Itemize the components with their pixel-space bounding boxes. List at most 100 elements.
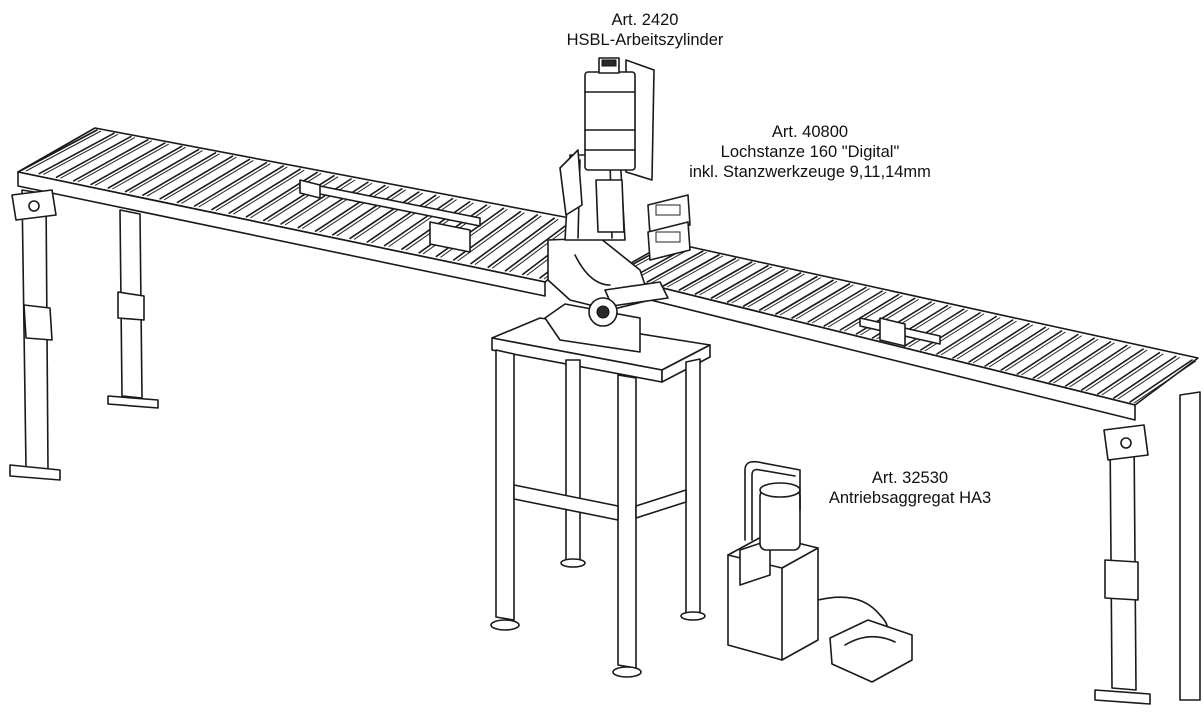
roller-edge (371, 195, 440, 244)
roller-edge (1053, 342, 1115, 384)
roller (487, 217, 556, 269)
right-front-foot (1094, 689, 1151, 705)
roller-edge (634, 248, 691, 280)
label-power-unit: Art. 32530 Antriebsaggregat HA3 (790, 468, 1030, 508)
roller (919, 312, 981, 351)
roller (90, 142, 166, 186)
hydraulic-cylinder (584, 71, 636, 171)
roller (176, 158, 251, 204)
left-length-stop (429, 221, 471, 253)
roller-edge (763, 277, 822, 312)
roller (452, 210, 522, 261)
roller (694, 261, 753, 295)
roller-edge (198, 163, 271, 208)
roller (55, 135, 132, 178)
hydraulic-power-unit (727, 460, 913, 683)
roller (1129, 359, 1193, 403)
roller-edge (215, 166, 288, 212)
roller-edge (457, 212, 525, 262)
roller (228, 168, 302, 214)
roller (759, 275, 818, 311)
roller-edge (284, 179, 356, 226)
roller-edge (1069, 346, 1132, 388)
roller (807, 286, 867, 323)
punching-machine (544, 57, 691, 353)
roller-edge (60, 137, 136, 179)
roller-edge (146, 153, 220, 197)
roller-edge (301, 182, 373, 230)
roller-edge (972, 324, 1034, 364)
roller (936, 315, 998, 355)
roller (297, 181, 369, 229)
roller (262, 174, 335, 222)
roller-edge (163, 156, 237, 201)
left-leg-bracket (11, 189, 57, 221)
roller (984, 326, 1046, 367)
roller-edge (924, 313, 985, 352)
roller-edge (779, 280, 838, 316)
roller (1064, 344, 1128, 387)
roller-edge (267, 176, 339, 222)
roller (903, 308, 965, 347)
roller (710, 264, 769, 299)
roller (1080, 348, 1144, 391)
roller-edge (181, 159, 254, 204)
roller (504, 220, 572, 272)
roller-edge (319, 186, 390, 233)
stand-leg-front-left (495, 349, 515, 621)
label-cylinder: Art. 2420 HSBL-Arbeitszylinder (530, 10, 760, 50)
roller-edge (129, 150, 203, 194)
label-power-unit-article: Art. 32530 (871, 469, 949, 487)
stand-leg-back-right (685, 358, 701, 616)
roller-edge (440, 208, 508, 258)
roller-edge (731, 269, 789, 304)
roller-edge (43, 133, 119, 176)
roller (314, 184, 386, 232)
right-roller-conveyor (609, 241, 1201, 705)
label-power-unit-name: Antriebsaggregat HA3 (828, 489, 992, 507)
left-roller-conveyor (9, 127, 613, 481)
roller (662, 254, 720, 287)
roller-edge (908, 309, 968, 348)
left-front-foot (9, 464, 61, 481)
roller-edge (827, 291, 887, 328)
roller-edge (388, 199, 457, 248)
roller-edge (667, 255, 724, 288)
label-cylinder-article: Art. 2420 (611, 11, 679, 29)
roller (678, 257, 737, 291)
right-leg-bracket (1103, 424, 1149, 461)
foot-pedal (829, 619, 913, 683)
roller (1016, 333, 1079, 375)
right-rear-leg (1179, 391, 1201, 701)
roller (775, 279, 834, 315)
roller-edge (491, 218, 559, 269)
roller (38, 132, 115, 175)
roller (349, 191, 420, 240)
left-stop-bracket (299, 179, 321, 199)
roller (331, 188, 403, 236)
roller-edge (94, 143, 169, 186)
roller-edge (1117, 356, 1180, 400)
roller-edge (956, 320, 1017, 360)
roller (107, 145, 183, 189)
roller (646, 250, 704, 283)
roller (124, 148, 200, 193)
roller (383, 197, 454, 247)
roller-edge (715, 266, 773, 300)
roller (159, 155, 234, 200)
roller-edge (232, 169, 305, 215)
roller (742, 272, 802, 307)
roller-edge (353, 192, 424, 240)
roller (142, 152, 217, 196)
roller-edge (699, 262, 756, 296)
roller-edge (650, 251, 707, 284)
roller (726, 268, 785, 303)
roller (366, 194, 437, 243)
roller-edge (250, 173, 322, 219)
roller (73, 139, 149, 182)
roller-edge (1037, 338, 1099, 380)
roller (1000, 330, 1063, 371)
roller (823, 290, 883, 327)
